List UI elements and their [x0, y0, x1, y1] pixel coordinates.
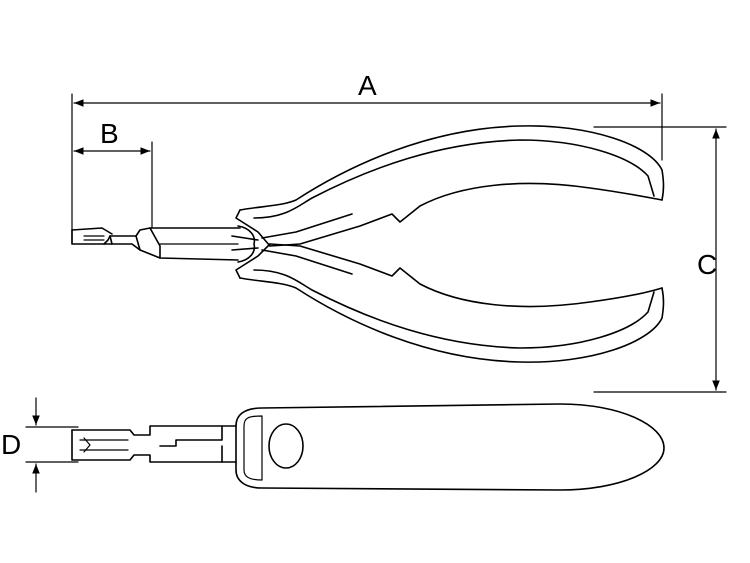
pliers-lower-handle	[235, 243, 665, 363]
dimension-label-c: C	[697, 249, 718, 280]
dimension-c	[593, 126, 727, 393]
pliers-pivot	[231, 225, 259, 263]
dimension-b	[73, 141, 153, 229]
dimension-d	[25, 397, 79, 493]
dimension-label-a: A	[358, 70, 377, 101]
dimension-a	[71, 93, 663, 245]
dimension-label-b: B	[100, 118, 119, 149]
dimension-label-d: D	[1, 429, 22, 460]
pliers-top-view	[71, 403, 665, 491]
pliers-upper-handle	[235, 125, 665, 247]
pliers-jaws	[71, 227, 241, 261]
